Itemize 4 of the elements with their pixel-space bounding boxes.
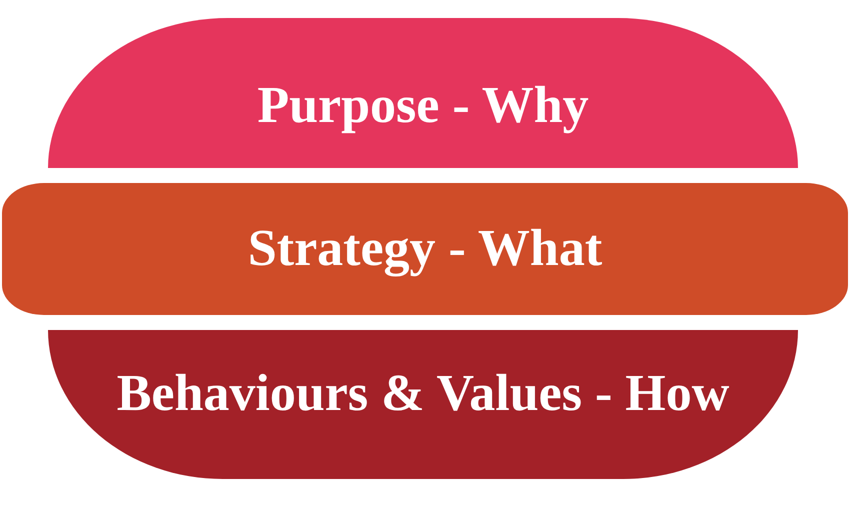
middle-band [2,183,848,315]
band-label: Strategy - What [248,220,602,278]
band-label: Behaviours & Values - How [116,364,730,422]
band-label: Purpose - Why [257,77,589,135]
